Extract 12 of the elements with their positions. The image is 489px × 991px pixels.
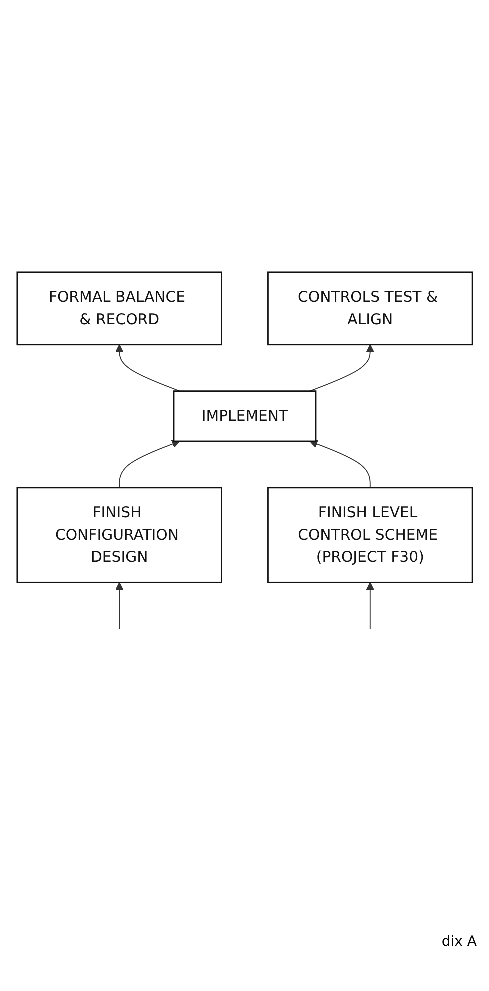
node-box: IMPLEMENT (172, 390, 316, 442)
arrow (115, 582, 124, 630)
note-text: dix A (440, 934, 477, 950)
node-box: FORMAL BALANCE & RECORD (16, 272, 222, 346)
arrow (309, 344, 374, 392)
arrow (118, 440, 180, 489)
node-box: CONTROLS TEST & ALIGN (267, 272, 473, 346)
arrow (115, 344, 180, 392)
arrow (309, 440, 370, 489)
node-box: FINISH LEVEL CONTROL SCHEME (PROJECT F30) (267, 488, 473, 584)
arrow (366, 582, 374, 630)
node-box: FINISH CONFIGURATION DESIGN (16, 488, 222, 584)
